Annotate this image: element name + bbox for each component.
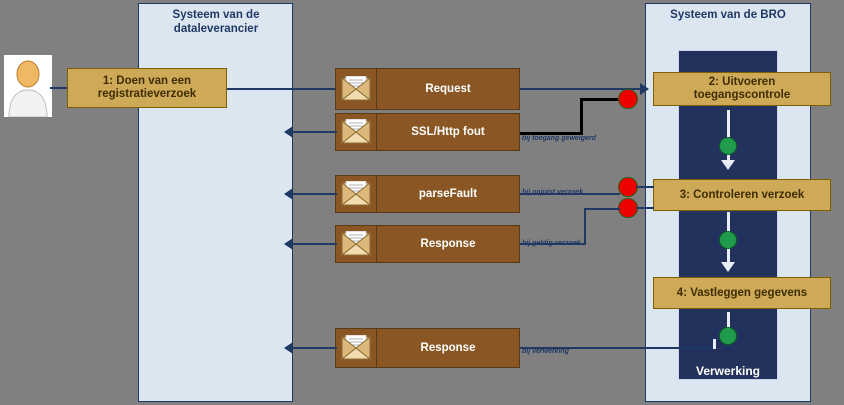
annotation-geldig-verzoek: bij geldig verzoek [522,240,581,247]
annotation-verwerking: bij verwerking [522,348,570,355]
connector-request-elbow [580,98,583,135]
envelope-icon [336,176,377,212]
status-dot-green-access-ok [719,137,737,155]
arrow-return-parsefault [284,188,293,200]
connector-response-middle-from-dot [520,243,586,245]
flow-arrow-to-step3 [721,160,735,170]
flow-arrow-to-step4 [721,262,735,272]
envelope-icon [336,114,377,150]
process-band-label: Verwerking [695,364,761,378]
activity-2-uitvoeren-toegangscontrole[interactable]: 2: Uitvoeren toegangscontrole [653,72,831,106]
connector-ssl-fout-return [293,131,337,133]
envelope-icon [336,329,377,367]
arrow-to-step2 [640,83,649,95]
actor-box [4,55,52,118]
status-dot-red-invalid [618,177,638,197]
actor-person-icon [8,60,48,118]
connector-band-down-bottom [713,339,716,349]
message-response-middle-label: Response [420,238,476,250]
envelope-icon [336,226,377,262]
connector-step1-to-request [227,88,335,90]
message-response-middle[interactable]: Response [335,225,520,263]
annotation-onjuist-verzoek: bij onjuist verzoek [522,189,584,196]
activity-4-vastleggen-gegevens[interactable]: 4: Vastleggen gegevens [653,277,831,309]
connector-request-line-to-step2 [520,88,640,90]
connector-actor-to-step1 [50,87,68,89]
status-dot-red-access [618,89,638,109]
connector-parsefault-return [293,193,337,195]
flow-line-bro [727,110,730,162]
connector-parsefault-from-dot [520,193,620,195]
message-ssl-http-fout[interactable]: SSL/Http fout [335,113,520,151]
arrow-return-response-bottom [284,342,293,354]
lane-bro-title: Systeem van de BRO [670,9,786,21]
activity-1-doen-registratieverzoek[interactable]: 1: Doen van een registratieverzoek [67,68,227,108]
connector-response-middle-return [293,243,337,245]
envelope-icon [336,69,377,109]
connector-response-bottom-from-band [520,347,715,349]
message-response-bottom[interactable]: Response [335,328,520,368]
connector-request-to-dot [580,98,628,101]
message-request[interactable]: Request [335,68,520,110]
lane-dataleverancier [138,3,293,402]
message-ssl-http-fout-label: SSL/Http fout [411,126,485,138]
message-response-bottom-label: Response [420,342,476,354]
status-dot-red-valid [618,198,638,218]
connector-response-middle-to-dot [584,208,620,210]
connector-response-bottom-return [293,347,337,349]
connector-request-to-access [520,132,583,135]
connector-step3-left-in [636,186,654,188]
lane-dataleverancier-title: Systeem van de dataleverancier [172,9,260,35]
message-parsefault-label: parseFault [418,188,478,200]
connector-step3-left-in-2 [636,207,654,209]
status-dot-green-store-ok [719,327,737,345]
status-dot-green-check-ok [719,231,737,249]
message-parsefault[interactable]: parseFault [335,175,520,213]
connector-response-middle-elbow [584,208,586,245]
activity-3-controleren-verzoek[interactable]: 3: Controleren verzoek [653,179,831,211]
message-request-label: Request [425,83,471,95]
flow-line-bro-3 [727,312,730,340]
arrow-return-response-middle [284,238,293,250]
annotation-toegang-geweigerd: bij toegang geweigerd [522,135,596,142]
arrow-return-ssl-fout [284,126,293,138]
